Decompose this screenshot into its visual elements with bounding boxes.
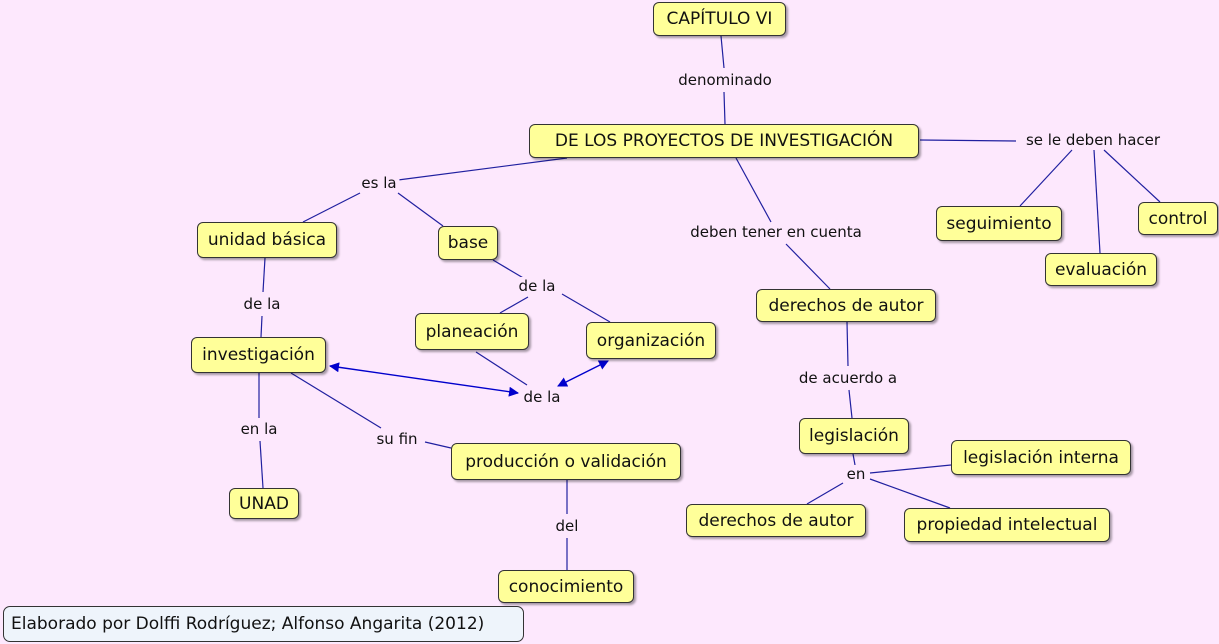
connector-sele-evaluacion (1093, 149, 1101, 254)
connector-proyectos-esla (397, 157, 568, 181)
arrow-dela-investigacion (329, 362, 519, 397)
node-planeacion[interactable]: planeación (415, 313, 529, 350)
connector-denominado-proyectos (723, 91, 726, 125)
credit-label: Elaborado por Dolffi Rodríguez; Alfonso … (3, 606, 524, 642)
link-en: en (843, 465, 869, 483)
node-legislacion[interactable]: legislación (799, 418, 909, 454)
connector-dela-investigacion (260, 315, 263, 338)
connector-esla-unidad (302, 192, 361, 223)
connector-investigacion-sufin (290, 372, 382, 429)
link-del: del (552, 517, 582, 535)
connector-planeacion-dela (475, 351, 528, 386)
link-de-la-base: de la (515, 277, 559, 295)
link-en-la: en la (237, 420, 281, 438)
connector-dela-planeacion (499, 296, 529, 314)
link-su-fin: su fin (373, 430, 421, 448)
connector-derechos-deacuerdo (846, 321, 849, 367)
connector-esla-base (397, 192, 444, 227)
node-legislacion-interna[interactable]: legislación interna (951, 440, 1131, 475)
node-unad[interactable]: UNAD (229, 488, 299, 519)
link-es-la: es la (358, 174, 400, 192)
connector-base-dela (492, 259, 526, 280)
link-de-acuerdo: de acuerdo a (795, 369, 901, 387)
link-de-la-bottom: de la (520, 388, 564, 406)
connector-deben-derechos (785, 243, 831, 290)
connector-proyectos-sele (919, 139, 1017, 142)
link-de-la-unidad: de la (240, 295, 284, 313)
node-investigacion[interactable]: investigación (191, 337, 326, 373)
connector-unidad-dela (262, 257, 266, 293)
connector-en-propiedad (869, 478, 951, 509)
node-control[interactable]: control (1138, 202, 1218, 235)
connector-sele-seguimiento (1019, 149, 1073, 207)
connector-enla-unad (259, 440, 264, 489)
node-propiedad-intelectual[interactable]: propiedad intelectual (904, 508, 1110, 542)
connector-deacuerdo-legislacion (848, 389, 853, 419)
node-derechos-autor-1[interactable]: derechos de autor (756, 289, 936, 322)
connector-en-interna (869, 464, 952, 474)
arrow-dela-organizacion (557, 360, 609, 387)
link-denominado: denominado (675, 71, 775, 89)
node-base[interactable]: base (438, 226, 498, 260)
node-evaluacion[interactable]: evaluación (1045, 253, 1157, 286)
node-proyectos[interactable]: DE LOS PROYECTOS DE INVESTIGACIÓN (529, 124, 919, 158)
node-conocimiento[interactable]: conocimiento (498, 570, 634, 603)
node-organizacion[interactable]: organización (586, 322, 716, 359)
connector-en-derechos2 (806, 482, 844, 505)
connector-capitulo-denominado (720, 35, 725, 69)
node-unidad-basica[interactable]: unidad básica (197, 222, 337, 258)
node-produccion[interactable]: producción o validación (451, 443, 681, 480)
connector-proyectos-deben (735, 157, 772, 223)
link-deben-tener: deben tener en cuenta (687, 223, 865, 241)
connector-legislacion-en (852, 453, 856, 466)
node-seguimiento[interactable]: seguimiento (936, 206, 1062, 241)
node-capitulo[interactable]: CAPÍTULO VI (653, 2, 786, 36)
connector-dela-organizacion (561, 293, 611, 323)
connector-sele-control (1103, 149, 1161, 203)
connector-sufin-produccion (424, 441, 452, 449)
node-derechos-autor-2[interactable]: derechos de autor (686, 504, 866, 537)
link-se-le-deben: se le deben hacer (1022, 131, 1164, 149)
